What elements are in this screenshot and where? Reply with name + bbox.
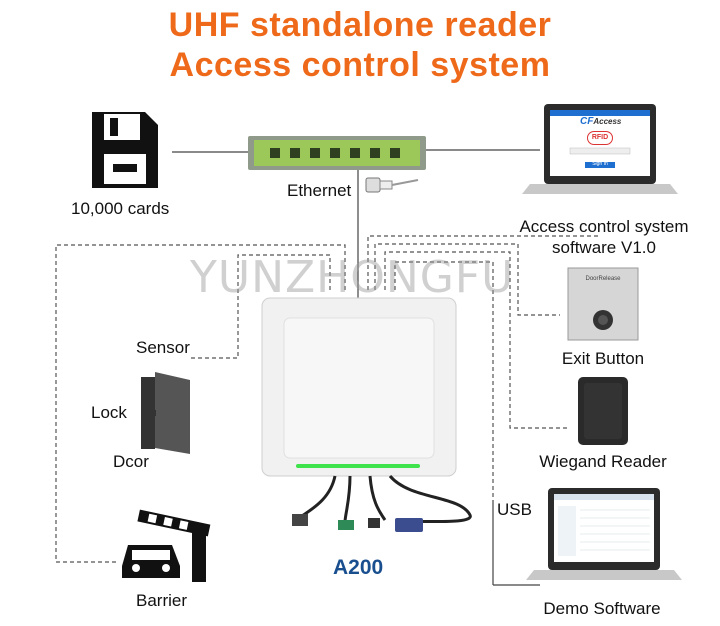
exit-button-label: Exit Button [561, 349, 645, 368]
cable-connectors [292, 514, 423, 532]
model-label: A200 [333, 556, 384, 579]
sensor-label: Sensor [136, 338, 190, 357]
access-brand-sub: Access [593, 117, 622, 126]
exit-plate-text: DoorRelease [585, 276, 621, 282]
software-label-line-2: software V1.0 [552, 238, 656, 257]
exit-button-icon[interactable] [567, 267, 639, 341]
reader-cables [301, 474, 472, 524]
watermark-text: YUNZHONGFU [190, 252, 515, 303]
sign-in-button[interactable]: Sign In [592, 161, 608, 167]
wiegand-reader-icon [578, 377, 628, 445]
laptop-demo-software-icon [526, 488, 682, 580]
demo-software-label: Demo Software [543, 599, 661, 618]
floppy-disk-icon [92, 112, 158, 188]
wiegand-reader-label: Wiegand Reader [539, 452, 667, 471]
access-brand-logo: CFAccess [580, 116, 621, 127]
usb-label: USB [497, 500, 532, 519]
dashed-connections [55, 235, 600, 563]
network-switch-icon [248, 136, 426, 170]
title-line-1: UHF standalone reader [168, 6, 552, 44]
title-line-2: Access control system [169, 46, 551, 84]
lock-label: Lock [91, 403, 127, 422]
door-icon [141, 372, 190, 454]
ethernet-plug-icon [365, 177, 419, 193]
access-brand-text: CF [580, 116, 594, 127]
uhf-reader-device [261, 297, 457, 477]
barrier-label: Barrier [136, 591, 188, 610]
software-label-line-1: Access control system [519, 217, 689, 236]
barrier-icon [122, 509, 211, 582]
cards-label: 10,000 cards [71, 199, 170, 218]
ethernet-label: Ethernet [287, 181, 352, 200]
rfid-badge: RFID [587, 131, 613, 145]
door-label: Dcor [113, 452, 149, 471]
